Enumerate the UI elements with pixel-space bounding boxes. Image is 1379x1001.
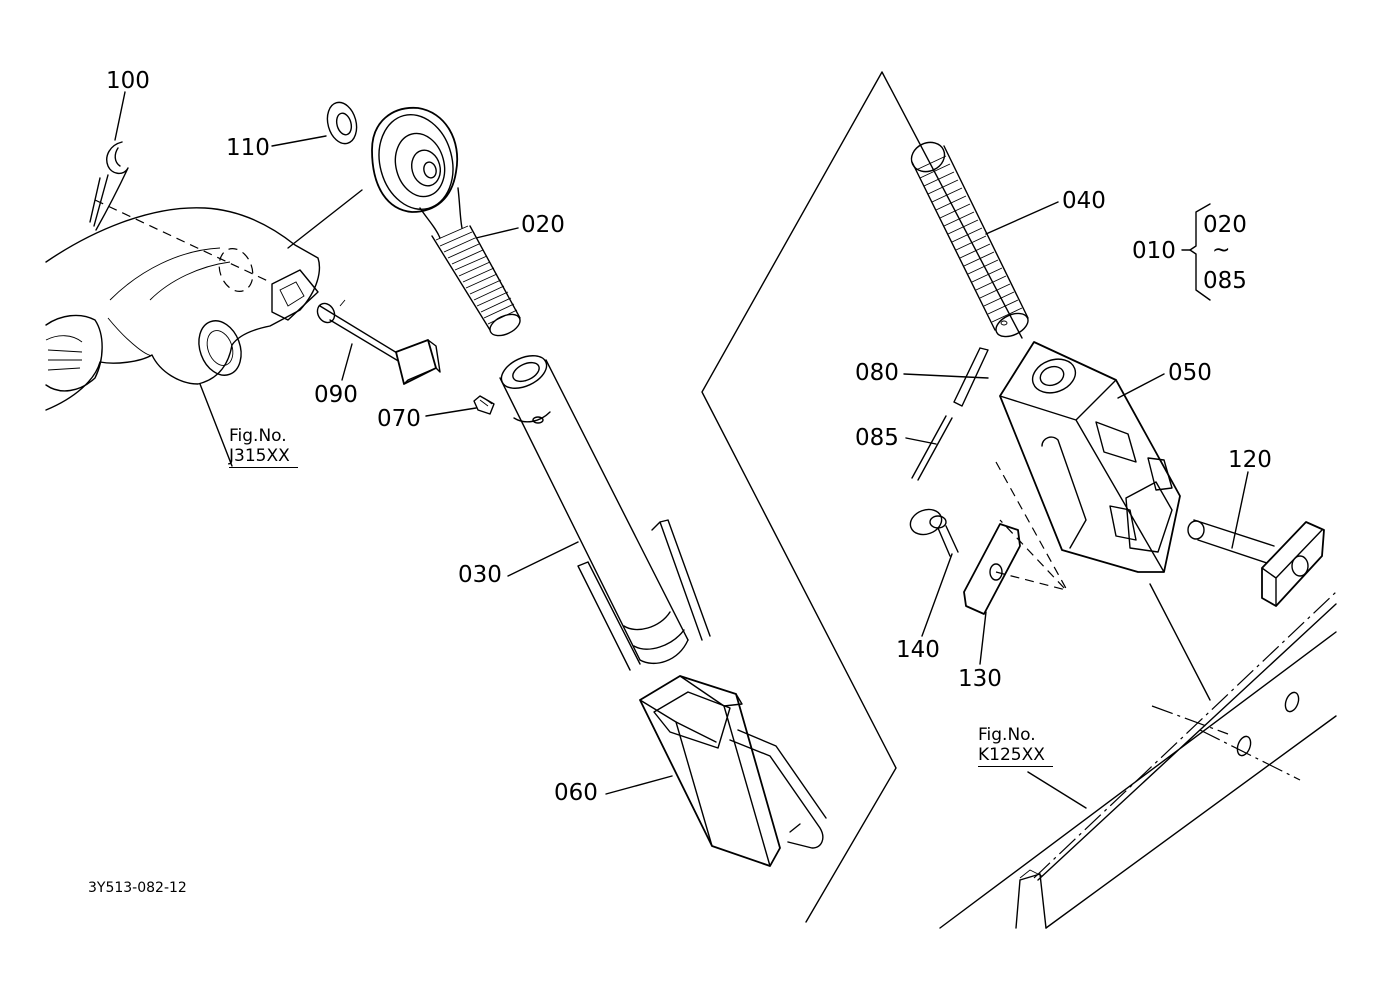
thread-020	[435, 225, 518, 325]
callout-090: 090	[314, 382, 358, 408]
thread-040	[915, 155, 1023, 323]
frame-part	[939, 583, 1337, 929]
callout-040: 040	[1062, 188, 1106, 214]
figure-ref-k125xx: Fig.No. K125XX	[978, 725, 1053, 767]
r-clip-part	[89, 141, 129, 231]
callout-120: 120	[1228, 447, 1272, 473]
assembly-bracket	[1181, 203, 1211, 301]
pin-140-part	[909, 508, 959, 557]
callout-030: 030	[458, 562, 502, 588]
assembly-parent-010: 010	[1132, 238, 1176, 264]
tube-part	[499, 355, 711, 671]
callout-080: 080	[855, 360, 899, 386]
roll-pin-part	[911, 415, 953, 481]
figure-ref-caption: Fig.No.	[229, 426, 287, 446]
leader-lines	[114, 91, 1249, 809]
callout-130: 130	[958, 666, 1002, 692]
threaded-rod-part	[910, 141, 1029, 338]
ball-joint-part	[371, 107, 521, 337]
callout-100: 100	[106, 68, 150, 94]
assembly-range-to: 085	[1203, 268, 1247, 294]
drawing-code: 3Y513-082-12	[88, 880, 187, 896]
callout-060: 060	[554, 780, 598, 806]
figure-ref-caption: Fig.No.	[978, 725, 1036, 745]
lift-arm-part	[45, 199, 321, 411]
assembly-range-symbol: ~	[1212, 238, 1231, 263]
figure-ref-j315xx: Fig.No. J315XX	[229, 426, 298, 468]
callout-110: 110	[226, 135, 270, 161]
block-part	[995, 341, 1181, 593]
callout-070: 070	[377, 406, 421, 432]
washer-part	[326, 101, 358, 145]
callout-140: 140	[896, 637, 940, 663]
pin-090-part	[316, 299, 441, 385]
assembly-range-from: 020	[1203, 212, 1247, 238]
holder-part	[639, 675, 827, 867]
callout-050: 050	[1168, 360, 1212, 386]
pin-120-part	[1187, 519, 1325, 607]
callout-085: 085	[855, 425, 899, 451]
plate-part	[963, 519, 1068, 615]
figure-ref-number: J315XX	[229, 446, 298, 468]
callout-020: 020	[521, 212, 565, 238]
grease-nipple-part	[473, 395, 495, 415]
figure-ref-number: K125XX	[978, 745, 1053, 767]
assembly-plane	[701, 71, 1023, 923]
